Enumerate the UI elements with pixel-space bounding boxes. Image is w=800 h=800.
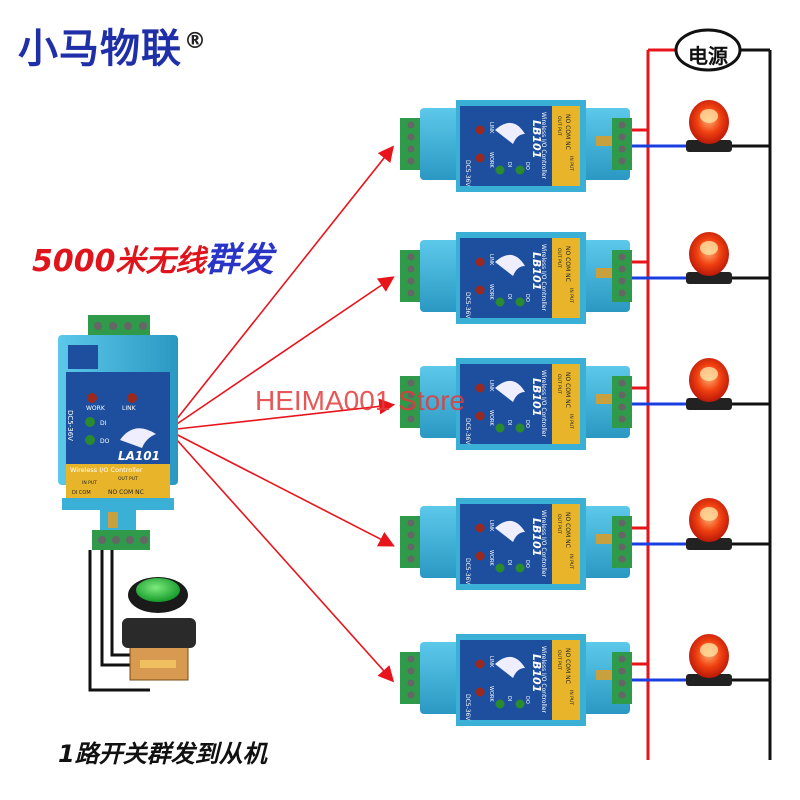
slave-subtitle: Wireless I/O Controller	[540, 112, 547, 179]
red-warning-lamp	[686, 100, 732, 152]
slave-do-label: DO	[524, 420, 530, 428]
slave-voltage: DC5-36V	[464, 292, 471, 319]
slave-terminals: NO COM NC	[564, 246, 571, 282]
master-module-la101: DC5-36V WORK LINK DI DO LA101 Wireless I…	[58, 315, 178, 550]
slave-voltage: DC5-36V	[464, 160, 471, 187]
slave-di-label: DI	[506, 162, 512, 167]
slave-in-label: IN PUT	[568, 414, 574, 429]
slave-work-label: WORK	[488, 284, 494, 300]
master-work-label: WORK	[86, 405, 106, 412]
slave-terminals: NO COM NC	[564, 648, 571, 684]
power-supply	[648, 28, 770, 72]
slave-terminals: NO COM NC	[564, 512, 571, 548]
master-link-label: LINK	[122, 405, 137, 412]
red-warning-lamp	[686, 358, 732, 410]
watermark: HEIMA001 Store	[255, 385, 466, 416]
headline-range: 5000米无线	[32, 244, 206, 279]
caption: 1路开关群发到从机	[58, 740, 267, 768]
power-label: 电源	[688, 44, 728, 68]
slave-work-label: WORK	[488, 152, 494, 168]
slave-link-label: LINK	[488, 380, 494, 392]
slave-model: LB101	[530, 252, 543, 290]
slave-link-label: LINK	[488, 122, 494, 134]
slave-do-label: DO	[524, 162, 530, 170]
slave-subtitle: Wireless I/O Controller	[540, 646, 547, 713]
slave-voltage: DC5-36V	[464, 418, 471, 445]
slave-do-label: DO	[524, 560, 530, 568]
master-subtitle: Wireless I/O Controller	[70, 466, 143, 474]
slave-in-label: IN PUT	[568, 156, 574, 171]
slave-voltage: DC5-36V	[464, 558, 471, 585]
slave-subtitle: Wireless I/O Controller	[540, 244, 547, 311]
registered-mark: ®	[184, 29, 207, 54]
master-do-label: DO	[100, 438, 110, 445]
slave-model: LB101	[530, 378, 543, 416]
master-in-label: IN PUT	[82, 480, 97, 486]
slave-subtitle: Wireless I/O Controller	[540, 510, 547, 577]
slave-terminals: NO COM NC	[564, 372, 571, 408]
slave-model: LB101	[530, 654, 543, 692]
slave-do-label: DO	[524, 294, 530, 302]
slave-in-label: IN PUT	[568, 288, 574, 303]
master-in-terminals: DI COM	[72, 490, 91, 496]
headline-broadcast: 群发	[205, 240, 274, 280]
red-warning-lamp	[686, 232, 732, 284]
master-terminals: NO COM NC	[108, 489, 144, 496]
red-warning-lamp	[686, 498, 732, 550]
master-out-label: OUT PUT	[118, 476, 138, 482]
slave-terminals: NO COM NC	[564, 114, 571, 150]
slave-subtitle: Wireless I/O Controller	[540, 370, 547, 437]
slave-in-label: IN PUT	[568, 690, 574, 705]
slave-in-label: IN PUT	[568, 554, 574, 569]
slave-out-label: OUT PUT	[556, 374, 562, 394]
red-warning-lamp	[686, 634, 732, 686]
slave-out-label: OUT PUT	[556, 116, 562, 136]
slave-link-label: LINK	[488, 656, 494, 668]
brand-name: 小马物联	[18, 26, 182, 72]
headline: 5000米无线群发	[32, 232, 274, 281]
push-button-switch	[122, 577, 196, 681]
slave-work-label: WORK	[488, 410, 494, 426]
master-voltage: DC5-36V	[66, 410, 74, 441]
master-di-label: DI	[100, 420, 107, 427]
slave-di-label: DI	[506, 420, 512, 425]
slave-di-label: DI	[506, 696, 512, 701]
slave-link-label: LINK	[488, 520, 494, 532]
slave-out-label: OUT PUT	[556, 248, 562, 268]
slave-model: LB101	[530, 120, 543, 158]
slave-di-label: DI	[506, 560, 512, 565]
brand-logo: 小马物联®	[18, 16, 207, 74]
slave-work-label: WORK	[488, 550, 494, 566]
slave-do-label: DO	[524, 696, 530, 704]
broadcast-arrows	[167, 145, 396, 683]
slave-di-label: DI	[506, 294, 512, 299]
slave-out-label: OUT PUT	[556, 514, 562, 534]
slave-out-label: OUT PUT	[556, 650, 562, 670]
master-model: LA101	[118, 449, 160, 463]
slave-work-label: WORK	[488, 686, 494, 702]
slave-model: LB101	[530, 518, 543, 556]
slave-voltage: DC5-36V	[464, 694, 471, 721]
slave-link-label: LINK	[488, 254, 494, 266]
